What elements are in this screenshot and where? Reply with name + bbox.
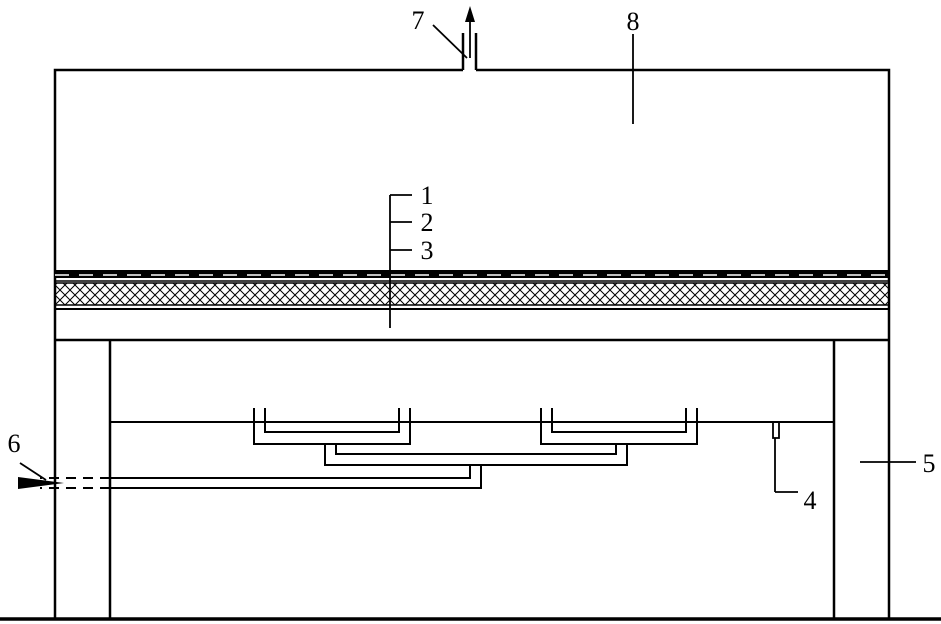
outlet-pipe <box>461 18 478 70</box>
label-2: 2 <box>421 208 434 237</box>
label-7: 7 <box>412 6 425 35</box>
sensor <box>772 421 780 439</box>
layered-plate <box>54 270 890 342</box>
support-frame <box>53 340 891 619</box>
inlet-arrow-icon <box>18 477 64 489</box>
label-5: 5 <box>923 449 936 478</box>
label-1: 1 <box>421 181 434 210</box>
leader-lines <box>19 24 916 493</box>
upper-chamber <box>53 68 891 340</box>
label-8: 8 <box>627 7 640 36</box>
distribution-pipes <box>40 408 698 489</box>
label-4: 4 <box>804 486 817 515</box>
outlet-arrow-icon <box>465 6 475 22</box>
label-6: 6 <box>8 429 21 458</box>
label-3: 3 <box>421 236 434 265</box>
